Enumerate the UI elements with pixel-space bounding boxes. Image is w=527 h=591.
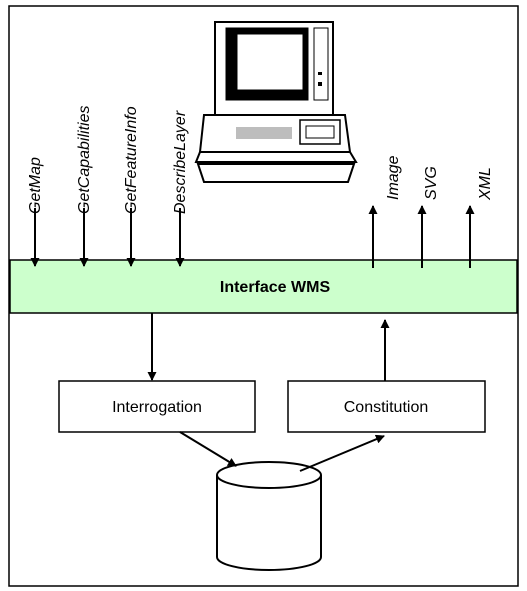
interface-wms-label: Interface WMS: [220, 279, 331, 296]
constitution-box: [287, 380, 486, 433]
interrogation-label: Interrogation: [112, 399, 202, 416]
request-label-getcapabilities: GetCapabilities: [76, 106, 93, 215]
arrow-database-to-constitution: [299, 434, 385, 472]
database-cylinder-icon: [216, 461, 322, 571]
computer-icon: [194, 21, 358, 183]
response-label-image: Image: [385, 155, 402, 200]
arrow-interrogation-to-database: [179, 431, 237, 467]
request-label-getmap: GetMap: [27, 157, 44, 214]
response-label-svg: SVG: [423, 166, 440, 200]
request-label-getfeatureinfo: GetFeatureInfo: [123, 106, 140, 214]
request-label-describelayer: DescribeLayer: [172, 110, 189, 214]
constitution-label: Constitution: [344, 399, 429, 416]
interface-wms-band: [9, 259, 518, 314]
response-label-xml: XML: [477, 167, 494, 201]
interrogation-box: [58, 380, 256, 433]
